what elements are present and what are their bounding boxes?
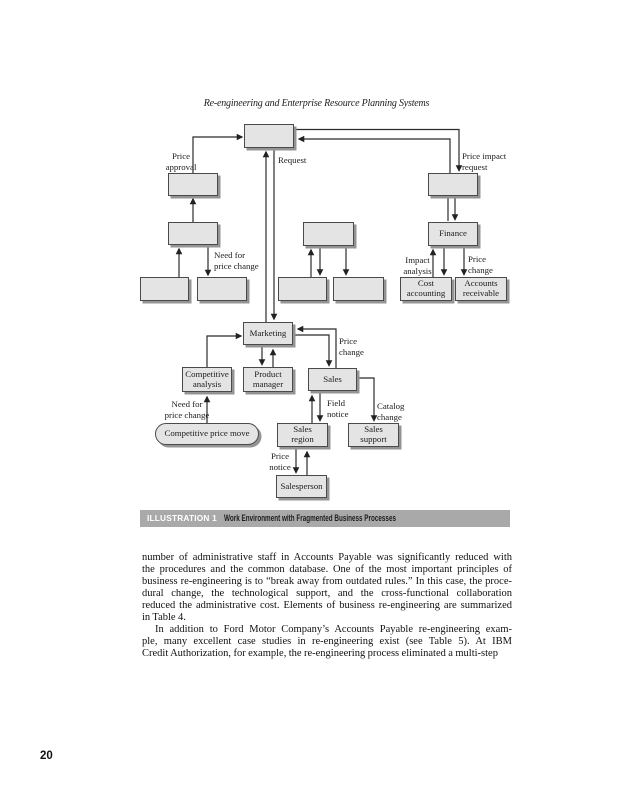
paragraph-1: number of administrative staff in Accoun… (142, 552, 512, 624)
edge-label-need-for-price-change-left: Need for price change (214, 250, 259, 271)
body-text-line: ple, many excellent case studies in re-e… (142, 636, 512, 648)
diagram-box-bottom-left-a-unlabeled (140, 277, 189, 301)
body-text: number of administrative staff in Accoun… (142, 552, 512, 660)
body-text-line: business re-engineering is to “break awa… (142, 576, 512, 588)
edge-label-catalog-change: Catalog change (377, 401, 405, 422)
edge-label-field-notice: Field notice (327, 398, 349, 419)
diagram-box-bottom-center-b-unlabeled (333, 277, 384, 301)
illustration-bar-caption: Work Environment with Fragmented Busines… (224, 513, 397, 523)
body-text-line: dural change, the technological support,… (142, 588, 512, 600)
body-text-line: reduced the administrative cost. Element… (142, 600, 512, 612)
body-text-line: in Table 4. (142, 612, 186, 624)
diagram-box-right-unlabeled (428, 173, 478, 196)
illustration-bar: ILLUSTRATION 1 Work Environment with Fra… (140, 510, 510, 527)
diagram-box-salesperson: Salesperson (276, 475, 327, 498)
diagram-box-center-unlabeled (303, 222, 354, 246)
diagram-box-competitive-price-move: Competitive price move (155, 423, 259, 445)
edge-label-price-notice: Price notice (269, 451, 291, 472)
edge-label-price-change-sales: Price change (339, 336, 364, 357)
illustration-bar-label: ILLUSTRATION 1 (147, 513, 217, 523)
page-number: 20 (40, 750, 53, 762)
paragraph-2: In addition to Ford Motor Company’s Acco… (142, 624, 512, 660)
edge-label-price-approval: Price approval (165, 151, 197, 172)
edge-label-need-for-price-change-competitive: Need for price change (164, 399, 210, 420)
edge-label-request: Request (278, 155, 307, 165)
diagram-box-bottom-center-a-unlabeled (278, 277, 327, 301)
diagram-box-sales-support: Sales support (348, 423, 399, 447)
edge-label-impact-analysis: Impact analysis (403, 255, 432, 276)
body-text-line: number of administrative staff in Accoun… (142, 552, 512, 563)
diagram-box-cost-accounting: Cost accounting (400, 277, 452, 301)
diagram-box-competitive-analysis: Competitive analysis (182, 367, 232, 392)
body-text-line: the procedures and the common database. … (142, 564, 512, 576)
diagram-box-bottom-left-b-unlabeled (197, 277, 247, 301)
diagram-box-left-upper-unlabeled (168, 173, 218, 196)
diagram-box-top-unlabeled (244, 124, 294, 148)
diagram-box-left-lower-unlabeled (168, 222, 218, 245)
diagram-box-sales-region: Sales region (277, 423, 328, 447)
body-text-line: Credit Authorization, for example, the r… (142, 648, 498, 660)
diagram-box-accounts-receivable: Accounts receivable (455, 277, 507, 301)
diagram-box-sales: Sales (308, 368, 357, 391)
edge-label-price-change-finance: Price change (468, 254, 493, 275)
edge-label-price-impact-request: Price impact request (462, 151, 507, 172)
page-title: Re-engineering and Enterprise Resource P… (203, 98, 430, 109)
diagram-box-marketing: Marketing (243, 322, 293, 345)
diagram-box-product-manager: Product manager (243, 367, 293, 392)
body-text-line: In addition to Ford Motor Company’s Acco… (155, 624, 512, 636)
diagram-box-finance: Finance (428, 222, 478, 246)
